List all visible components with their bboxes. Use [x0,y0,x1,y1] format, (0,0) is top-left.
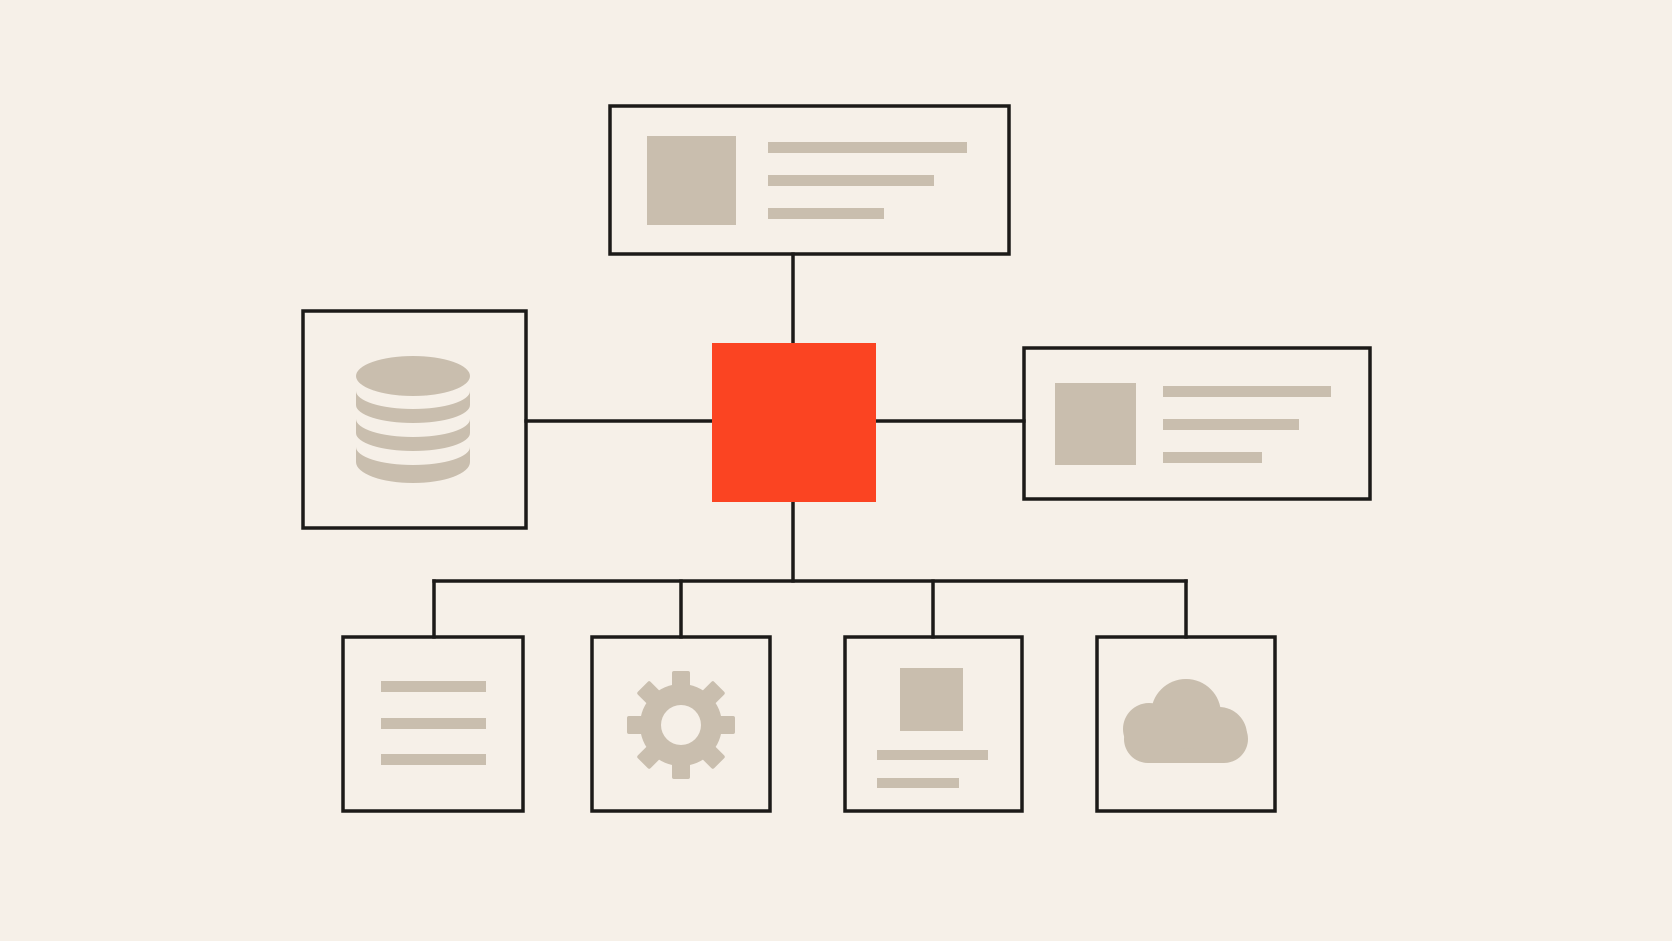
right-card-text-line-1 [1163,386,1331,397]
text-lines-icon [381,681,486,765]
right-card-frame [1022,346,1372,501]
right-card [1022,346,1372,501]
right-card-text-line-3 [1163,452,1262,463]
right-card-image-placeholder [1055,383,1136,465]
right-card-text-line-2 [1163,419,1299,430]
top-card-text-line-3 [768,208,884,219]
connectors [432,252,1188,639]
database-icon-upper-disk [356,391,470,423]
child-card-settings [590,635,772,813]
cloud-icon [1123,679,1248,763]
child-card-text [341,635,525,813]
top-card [608,104,1011,256]
top-card-text-line-1 [768,142,967,153]
database-icon [356,356,470,483]
child-card-1-frame [341,635,525,813]
left-card [301,309,528,530]
child-card-4-frame [1095,635,1277,813]
text-lines-icon-line-3 [381,754,486,765]
top-card-frame [608,104,1011,256]
gear-icon [627,671,735,779]
image-caption-icon-picture [900,668,963,731]
cloud-icon-right-puff [1191,707,1247,763]
gear-icon-hole [661,705,701,745]
text-lines-icon-line-1 [381,681,486,692]
image-caption-icon-line-2 [877,778,959,788]
top-card-image-placeholder [647,136,736,225]
image-caption-icon [877,668,988,788]
child-card-cloud [1095,635,1277,813]
top-card-text-line-2 [768,175,934,186]
database-icon-bottom-disk [356,447,470,483]
child-card-media [843,635,1024,813]
hub-node [712,343,876,502]
text-lines-icon-line-2 [381,718,486,729]
child-card-3-frame [843,635,1024,813]
image-caption-icon-line-1 [877,750,988,760]
database-icon-top-cap [356,356,470,396]
child-card-2-frame [590,635,772,813]
database-icon-middle-disk [356,419,470,451]
left-card-frame [301,309,528,530]
